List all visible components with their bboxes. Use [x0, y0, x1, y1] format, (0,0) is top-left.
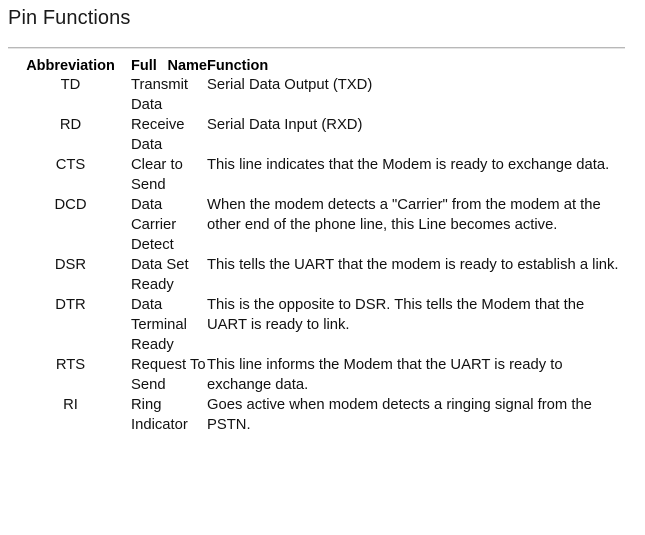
cell-full-name: Data Set Ready — [131, 257, 189, 293]
page-title: Pin Functions — [8, 7, 131, 29]
cell-full-name: Data Terminal Ready — [131, 297, 187, 353]
pin-functions-table-container: Abbreviation Full Name Function TD Trans… — [0, 58, 645, 435]
table-row: DTR Data Terminal Ready This is the oppo… — [10, 295, 620, 355]
pin-functions-page: Pin Functions Abbreviation Full Name Fun… — [0, 6, 645, 535]
cell-function: This tells the UART that the modem is re… — [207, 257, 619, 273]
table-row: DCD Data Carrier Detect When the modem d… — [10, 195, 620, 255]
cell-function: This line informs the Modem that the UAR… — [207, 357, 563, 393]
cell-function: This line indicates that the Modem is re… — [207, 157, 610, 173]
table-body: TD Transmit Data Serial Data Output (TXD… — [10, 75, 620, 435]
cell-abbreviation: DCD — [54, 197, 87, 213]
title-divider — [8, 47, 625, 49]
cell-abbreviation: CTS — [55, 157, 86, 173]
cell-full-name: Request To Send — [131, 357, 206, 393]
cell-function: When the modem detects a "Carrier" from … — [207, 197, 601, 233]
table-header-row: Abbreviation Full Name Function — [10, 58, 620, 75]
cell-full-name: Receive Data — [131, 117, 185, 153]
table-row: DSR Data Set Ready This tells the UART t… — [10, 255, 620, 295]
cell-function: Serial Data Output (TXD) — [207, 77, 373, 93]
table-row: RI Ring Indicator Goes active when modem… — [10, 395, 620, 435]
cell-function: This is the opposite to DSR. This tells … — [207, 297, 585, 333]
cell-full-name: Ring Indicator — [131, 397, 188, 433]
table-row: CTS Clear to Send This line indicates th… — [10, 155, 620, 195]
pin-functions-table: Abbreviation Full Name Function TD Trans… — [10, 58, 620, 435]
column-header-full-name: Full Name — [131, 58, 207, 74]
cell-function: Serial Data Input (RXD) — [207, 117, 363, 133]
table-head: Abbreviation Full Name Function — [10, 58, 620, 75]
table-row: TD Transmit Data Serial Data Output (TXD… — [10, 75, 620, 115]
table-row: RTS Request To Send This line informs th… — [10, 355, 620, 395]
cell-abbreviation: RD — [59, 117, 82, 133]
cell-function: Goes active when modem detects a ringing… — [207, 397, 592, 433]
cell-abbreviation: TD — [60, 77, 81, 93]
cell-abbreviation: DTR — [55, 297, 86, 313]
cell-abbreviation: RI — [63, 397, 78, 413]
column-header-abbreviation: Abbreviation — [26, 58, 115, 74]
cell-abbreviation: RTS — [55, 357, 86, 373]
column-header-function: Function — [207, 58, 269, 74]
cell-full-name: Clear to Send — [131, 157, 183, 193]
cell-full-name: Transmit Data — [131, 77, 188, 113]
cell-abbreviation: DSR — [54, 257, 87, 273]
cell-full-name: Data Carrier Detect — [131, 197, 177, 253]
table-row: RD Receive Data Serial Data Input (RXD) — [10, 115, 620, 155]
